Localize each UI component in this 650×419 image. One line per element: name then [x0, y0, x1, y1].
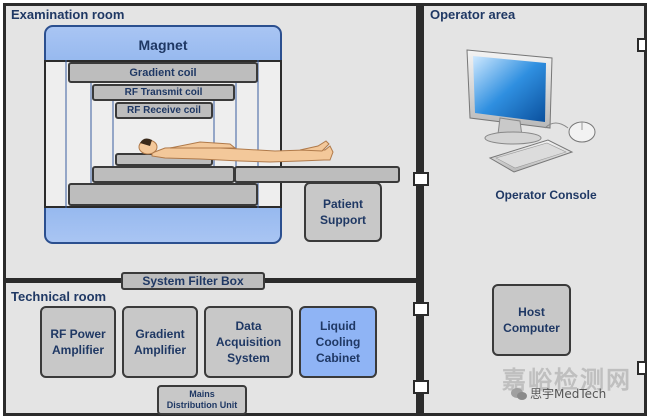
magnet-label: Magnet [138, 37, 188, 53]
gradient-coil-label: Gradient coil [129, 66, 197, 79]
examination-room-title: Examination room [11, 7, 125, 22]
system-filter-box-label: System Filter Box [142, 274, 244, 288]
gradient-coil: Gradient coil [68, 62, 258, 83]
door-hinge [413, 172, 429, 186]
rf-power-amplifier-line-1: RF Power [50, 327, 106, 341]
operator-console-label: Operator Console [495, 188, 597, 202]
technical-room-title: Technical room [11, 289, 107, 304]
liquid-cooling-cabinet: Liquid Cooling Cabinet [299, 306, 377, 378]
rf-receive-coil-label: RF Receive coil [127, 105, 201, 116]
wechat-icon [511, 388, 527, 400]
host-computer: Host Computer [492, 284, 571, 356]
liquid-cooling-cabinet-line-2: Cooling [315, 335, 361, 349]
mains-distribution-unit: Mains Distribution Unit [157, 385, 247, 415]
host-computer-line-2: Computer [503, 321, 560, 335]
rf-receive-coil: RF Receive coil [115, 102, 213, 119]
patient-support-line-1: Patient [322, 197, 363, 211]
rf-transmit-coil-label: RF Transmit coil [124, 87, 203, 98]
door-hinge [413, 302, 429, 316]
rf-power-amplifier-line-2: Amplifier [51, 343, 104, 357]
gradient-amplifier-line-2: Amplifier [133, 343, 186, 357]
host-computer-line-1: Host [518, 305, 545, 319]
rf-power-amplifier: RF Power Amplifier [40, 306, 116, 378]
operator-area-title: Operator area [430, 7, 516, 22]
gradient-amplifier: Gradient Amplifier [122, 306, 198, 378]
mains-distribution-unit-line-1: Mains [189, 389, 215, 399]
watermark-large: 嘉峪检测网 [502, 366, 632, 394]
lower-gradient-plate [68, 183, 258, 206]
system-filter-box: System Filter Box [121, 272, 265, 290]
gradient-amplifier-line-1: Gradient [135, 327, 185, 341]
data-acquisition-system-line-1: Data [235, 319, 262, 333]
liquid-cooling-cabinet-line-1: Liquid [320, 319, 356, 333]
watermark-small: 思宇MedTech [530, 387, 607, 401]
patient-support: Patient Support [304, 182, 382, 242]
data-acquisition-system: Data Acquisition System [204, 306, 293, 378]
door-hinge [413, 380, 429, 394]
door-hinge [637, 38, 647, 52]
rf-transmit-coil: RF Transmit coil [92, 84, 235, 101]
patient-support-line-2: Support [320, 213, 366, 227]
data-acquisition-system-line-3: System [227, 351, 270, 365]
mains-distribution-unit-line-2: Distribution Unit [166, 400, 238, 410]
door-hinge [637, 361, 647, 375]
data-acquisition-system-line-2: Acquisition [215, 335, 282, 349]
liquid-cooling-cabinet-line-3: Cabinet [315, 351, 360, 365]
